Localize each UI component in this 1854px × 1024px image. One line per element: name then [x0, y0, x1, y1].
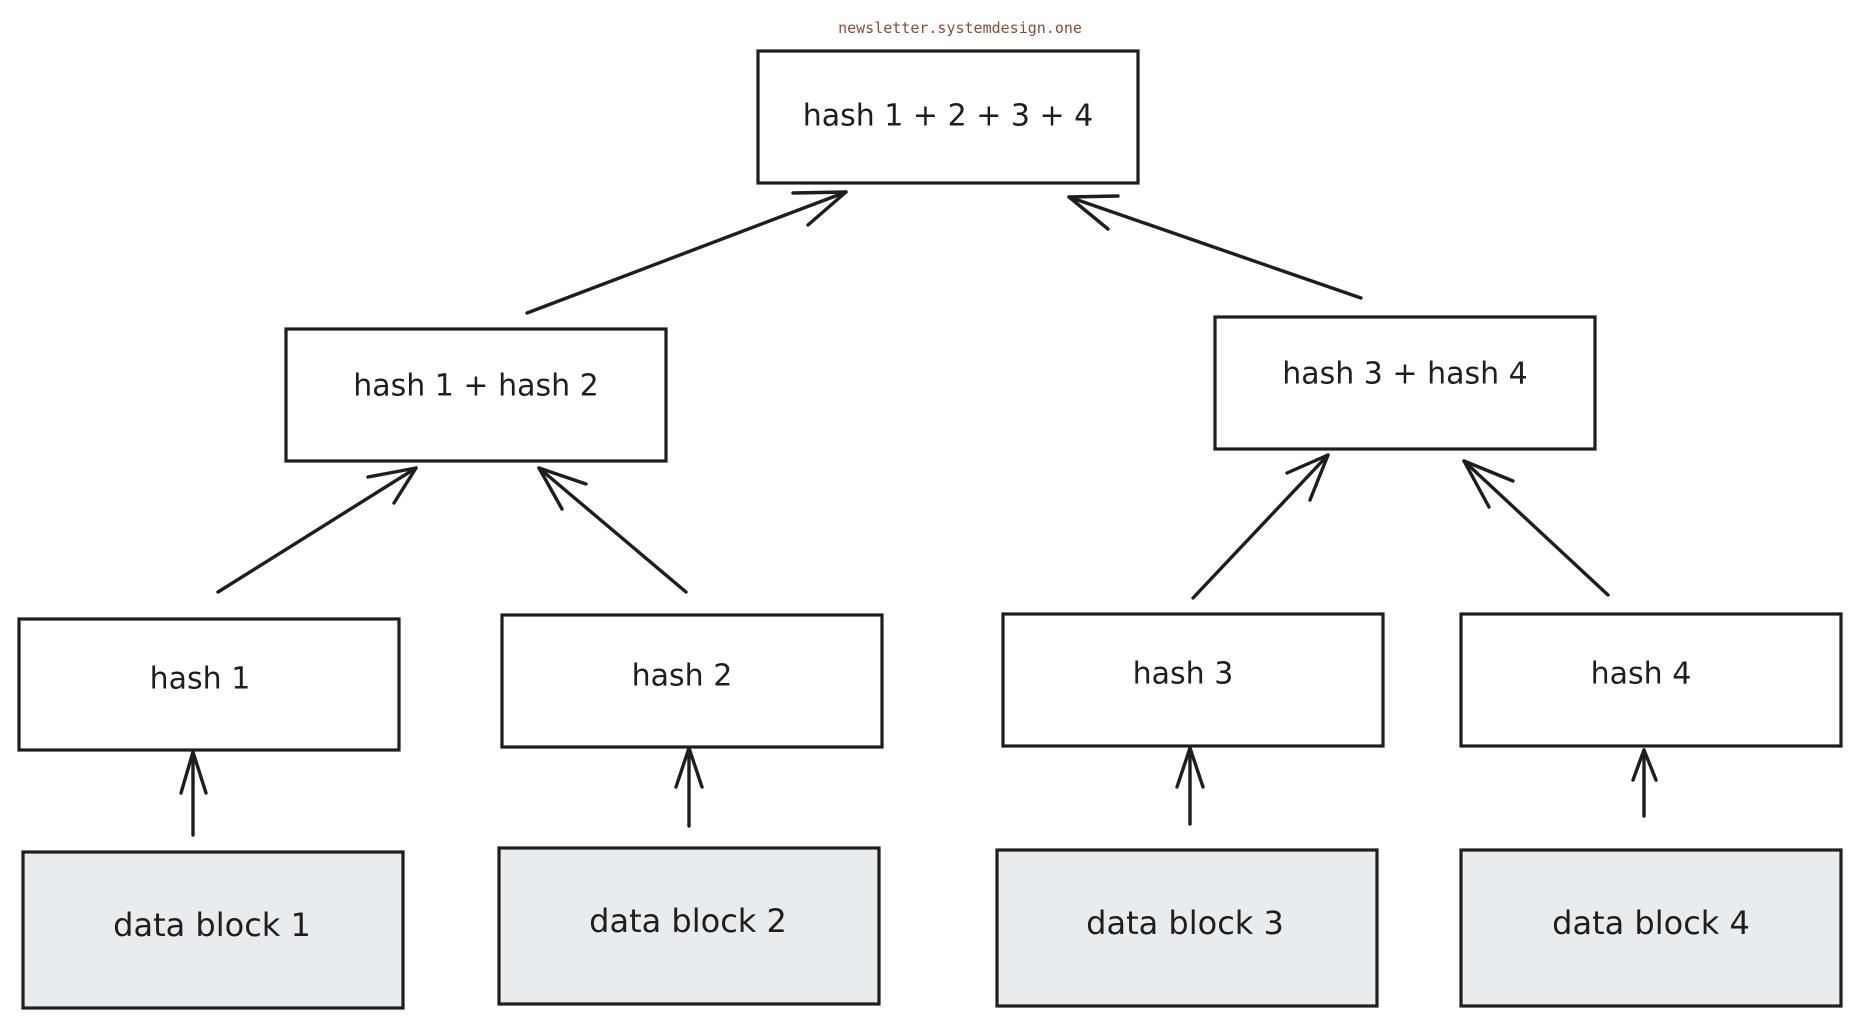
arrow-data2-to-hash2: [674, 746, 704, 828]
data-block-2-label: data block 2: [589, 902, 787, 940]
root-hash-node: hash 1 + 2 + 3 + 4: [756, 49, 1140, 185]
data-block-2-box: [497, 846, 881, 1006]
hash4-node: hash 4: [1459, 612, 1843, 748]
arrow-hash12-to-root: [525, 190, 848, 315]
arrow-hash1-to-hash12: [216, 466, 418, 594]
hash2-label: hash 2: [632, 659, 733, 694]
hash34-label: hash 3 + hash 4: [1282, 357, 1528, 392]
hash2-box: [500, 613, 884, 749]
hash3-label: hash 3: [1133, 657, 1234, 692]
hash12-node: hash 1 + hash 2: [284, 327, 668, 463]
hash34-box: [1213, 315, 1597, 451]
data-block-2-node: data block 2: [497, 846, 881, 1006]
arrow-data3-to-hash3: [1175, 746, 1205, 826]
data-block-4-box: [1459, 848, 1843, 1008]
hash1-box: [17, 617, 401, 752]
data-block-4-node: data block 4: [1459, 848, 1843, 1008]
hash4-label: hash 4: [1591, 657, 1692, 692]
data-block-1-label: data block 1: [113, 906, 311, 944]
hash12-label: hash 1 + hash 2: [353, 369, 599, 404]
arrow-hash3-to-hash34: [1191, 453, 1330, 600]
hash4-box: [1459, 612, 1843, 748]
hash1-label: hash 1: [150, 662, 251, 697]
data-block-3-label: data block 3: [1086, 904, 1284, 942]
arrow-hash2-to-hash12: [537, 466, 688, 594]
watermark-text: newsletter.systemdesign.one: [838, 19, 1082, 37]
data-block-3-node: data block 3: [995, 848, 1379, 1008]
data-block-3-box: [995, 848, 1379, 1008]
hash3-box: [1001, 612, 1385, 748]
arrow-hash34-to-root: [1067, 194, 1363, 300]
data-block-4-label: data block 4: [1552, 904, 1750, 942]
root-hash-label: hash 1 + 2 + 3 + 4: [803, 99, 1094, 134]
hash3-node: hash 3: [1001, 612, 1385, 748]
data-block-1-box: [21, 850, 405, 1010]
arrow-data4-to-hash4: [1631, 748, 1658, 818]
hash12-box: [284, 327, 668, 463]
root-hash-box: [756, 49, 1140, 185]
hash2-node: hash 2: [500, 613, 884, 749]
data-block-1-node: data block 1: [21, 850, 405, 1010]
arrow-data1-to-hash1: [179, 750, 208, 837]
arrow-hash4-to-hash34: [1462, 459, 1610, 597]
hash34-node: hash 3 + hash 4: [1213, 315, 1597, 451]
hash1-node: hash 1: [17, 617, 401, 752]
